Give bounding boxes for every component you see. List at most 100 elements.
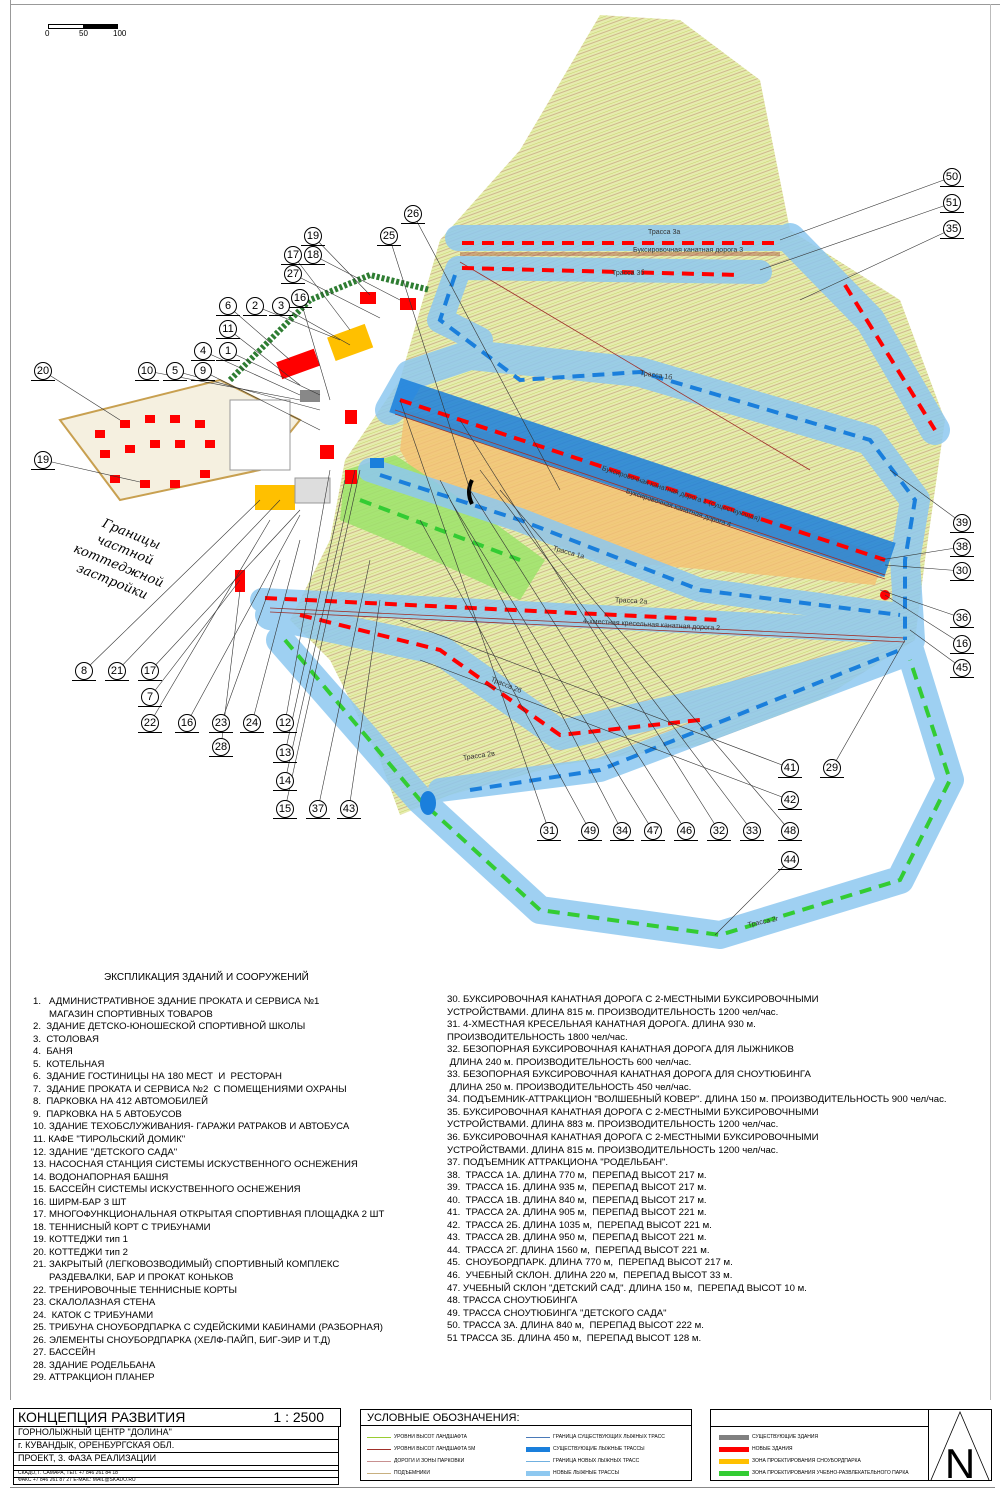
callout-marker: 19 — [301, 227, 325, 246]
explication-item: 31. 4-ХМЕСТНАЯ КРЕСЕЛЬНАЯ КАНАТНАЯ ДОРОГ… — [447, 1019, 756, 1031]
zone-legend-item: ЗОНА ПРОЕКТИРОВАНИЯ СНОУБОРДПАРКА — [719, 1458, 861, 1464]
legend-item: ГРАНИЦА НОВЫХ ЛЫЖНЫХ ТРАСС — [526, 1458, 639, 1464]
callout-marker: 19 — [31, 451, 55, 470]
title-block-contact: ФАКС +7 846 261 87 27 E-MAIL: MAIL@SKADO… — [13, 1478, 339, 1485]
north-letter: N — [945, 1440, 975, 1480]
explication-item: 5. КОТЕЛЬНАЯ — [33, 1058, 105, 1070]
callout-leader — [312, 254, 401, 301]
scale-bar-graphic — [48, 24, 118, 29]
drawing-frame-right — [990, 4, 991, 1400]
callout-leader — [799, 228, 953, 301]
title-block-row: г. КУВАНДЫК, ОРЕНБУРГСКАЯ ОБЛ. — [13, 1440, 339, 1453]
callout-marker: 27 — [281, 265, 305, 284]
callout-marker: 11 — [216, 320, 240, 339]
zone-label: ЗОНА ПРОЕКТИРОВАНИЯ СНОУБОРДПАРКА — [752, 1458, 861, 1464]
color-legend-box: СУЩЕСТВУЮЩИЕ ЗДАНИЯ НОВЫЕ ЗДАНИЯ ЗОНА ПРОЕ… — [710, 1409, 992, 1487]
callout-marker: 13 — [273, 744, 297, 763]
callout-leader — [280, 305, 351, 346]
callout-marker: 16 — [950, 635, 974, 654]
zone-legend-item: СУЩЕСТВУЮЩИЕ ЗДАНИЯ — [719, 1434, 818, 1440]
legend-item: ГРАНИЦА СУЩЕСТВУЮЩИХ ЛЫЖНЫХ ТРАСС — [526, 1434, 665, 1440]
callout-marker: 39 — [950, 514, 974, 533]
explication-item: 21. ЗАКРЫТЫЙ (ЛЕГКОВОЗВОДИМЫЙ) СПОРТИВНЫ… — [33, 1259, 340, 1271]
legend-item: НОВЫЕ ЛЫЖНЫЕ ТРАССЫ — [526, 1470, 619, 1476]
callout-marker: 44 — [778, 851, 802, 870]
explication-item: 18. ТЕННИСНЫЙ КОРТ С ТРИБУНАМИ — [33, 1221, 211, 1233]
callout-leader — [889, 469, 963, 524]
color-legend-header — [711, 1410, 928, 1427]
callout-leader — [292, 273, 381, 319]
explication-item: 12. ЗДАНИЕ "ДЕТСКОГО САДА" — [33, 1146, 178, 1158]
drawing-frame-left — [10, 0, 11, 1400]
legend-swatch — [367, 1460, 391, 1462]
cottages — [95, 415, 215, 488]
callout-leader — [879, 546, 963, 561]
callout-leader — [884, 594, 963, 645]
explication-item: 40. ТРАССА 1В. ДЛИНА 840 м, ПЕРЕПАД ВЫСО… — [447, 1194, 707, 1206]
explication-item: УСТРОЙСТВАМИ. ДЛИНА 883 м. ПРОИЗВОДИТЕЛЬ… — [447, 1119, 779, 1131]
callout-marker: 6 — [216, 297, 240, 316]
callout-marker: 29 — [820, 759, 844, 778]
callout-leader — [202, 370, 321, 431]
explication-title: ЭКСПЛИКАЦИЯ ЗДАНИЙ И СООРУЖЕНИЙ — [104, 972, 309, 983]
explication-item: 22. ТРЕНИРОВОЧНЫЕ ТЕННИСНЫЕ КОРТЫ — [33, 1284, 238, 1296]
callout-marker: 38 — [950, 538, 974, 557]
callout-marker: 33 — [740, 822, 764, 841]
explication-item: 26. ЭЛЕМЕНТЫ СНОУБОРДПАРКА (ХЕЛФ-ПАЙП, Б… — [33, 1334, 331, 1346]
callout-leader — [220, 559, 281, 724]
legend-swatch — [367, 1436, 391, 1438]
callout-leader — [299, 297, 331, 401]
callout-marker: 34 — [610, 822, 634, 841]
explication-item: 7. ЗДАНИЕ ПРОКАТА И СЕРВИСА №2 С ПОМЕЩЕН… — [33, 1083, 347, 1095]
explication-item: ПРОИЗВОДИТЕЛЬНОСТЬ 1800 чел/час. — [447, 1031, 628, 1043]
callout-marker: 16 — [288, 289, 312, 308]
explication-item: 51 ТРАССА 3Б. ДЛИНА 450 м, ПЕРЕПАД ВЫСОТ… — [447, 1332, 702, 1344]
callout-marker: 26 — [401, 205, 425, 224]
callout-leader — [879, 589, 963, 619]
callout-leader — [202, 350, 301, 396]
explication-item: 3. СТОЛОВАЯ — [33, 1033, 99, 1045]
legend-swatch — [367, 1448, 391, 1450]
legend-swatch — [526, 1470, 550, 1476]
explication-list-right: 30. БУКСИРОВОЧНАЯ КАНАТНАЯ ДОРОГА С 2-МЕ… — [447, 994, 947, 1345]
title-block-row: ПРОЕКТ, 3. ФАЗА РЕАЛИЗАЦИИ — [13, 1453, 339, 1466]
callout-leader — [884, 564, 963, 572]
callout-marker: 50 — [940, 168, 964, 187]
callout-marker: 32 — [707, 822, 731, 841]
callout-marker: 18 — [301, 246, 325, 265]
scale-tick: 50 — [79, 29, 88, 38]
legend-label: ГРАНИЦА СУЩЕСТВУЮЩИХ ЛЫЖНЫХ ТРАСС — [553, 1434, 665, 1440]
zone-swatch — [719, 1434, 749, 1440]
scale-tick: 0 — [45, 29, 50, 38]
callout-leader — [419, 659, 791, 801]
explication-item: ДЛИНА 240 м. ПРОИЗВОДИТЕЛЬНОСТЬ 600 чел/… — [447, 1056, 692, 1068]
callout-leader — [227, 350, 321, 396]
callout-marker: 15 — [273, 800, 297, 819]
callout-leader — [251, 539, 301, 724]
callout-marker: 8 — [72, 662, 96, 681]
explication-item: 4. БАНЯ — [33, 1046, 73, 1058]
trail-label-3a: Трасса 3а — [648, 229, 681, 236]
zone-label: СУЩЕСТВУЮЩИЕ ЗДАНИЯ — [752, 1434, 819, 1440]
legend-swatch — [367, 1472, 391, 1474]
explication-item: 17. МНОГОФУНКЦИОНАЛЬНАЯ ОТКРЫТАЯ СПОРТИВ… — [33, 1209, 385, 1221]
legend-swatch — [526, 1436, 550, 1438]
callout-marker: 7 — [138, 688, 162, 707]
site-plan-map — [42, 15, 964, 949]
callout-marker: 28 — [209, 738, 233, 757]
callout-leader — [116, 499, 281, 672]
legend-item: УРОВНИ ВЫСОТ ЛАНДШАФТА — [367, 1434, 467, 1440]
legend-item: ПОДЪЕМНИКИ — [367, 1470, 430, 1476]
callout-marker: 10 — [135, 362, 159, 381]
explication-item: 30. БУКСИРОВОЧНАЯ КАНАТНАЯ ДОРОГА С 2-МЕ… — [447, 994, 819, 1005]
zone-legend-item: НОВЫЕ ЗДАНИЯ — [719, 1446, 793, 1452]
explication-item: ДЛИНА 250 м. ПРОИЗВОДИТЕЛЬНОСТЬ 450 чел/… — [447, 1081, 692, 1093]
legend-title: УСЛОВНЫЕ ОБОЗНАЧЕНИЯ: — [361, 1410, 691, 1426]
callout-leader — [449, 499, 654, 832]
callout-marker: 35 — [940, 220, 964, 239]
north-arrow: N — [928, 1410, 991, 1487]
zone-legend-item: ЗОНА ПРОЕКТИРОВАНИЯ УЧЕБНО-РАЗВЛЕКАТЕЛЬН… — [719, 1470, 909, 1476]
explication-item: 46. УЧЕБНЫЙ СКЛОН. ДЛИНА 220 м, ПЕРЕПАД … — [447, 1270, 733, 1282]
lift-label-3: Буксировочная канатная дорога 3 — [633, 247, 744, 254]
callout-marker: 49 — [578, 822, 602, 841]
